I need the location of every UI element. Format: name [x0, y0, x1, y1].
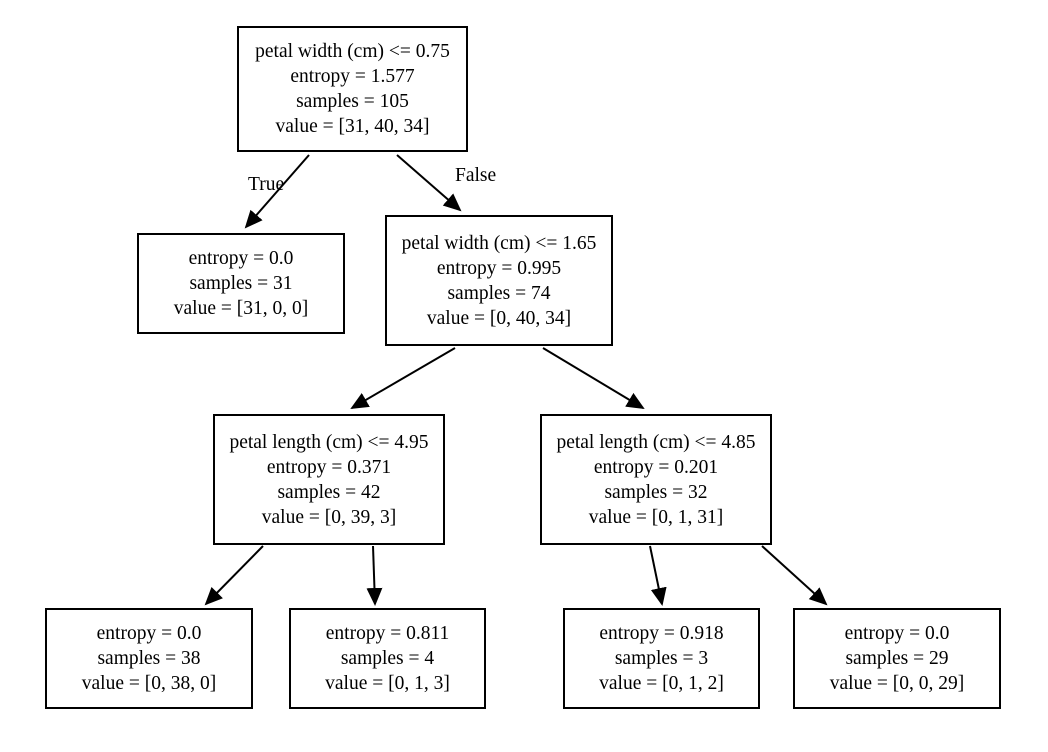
- edge-pl495-to-leaf1: [204, 545, 264, 606]
- edge-label-true: True: [248, 174, 285, 195]
- node-value: value = [0, 39, 3]: [261, 506, 397, 528]
- node-value: value = [0, 1, 31]: [588, 506, 724, 528]
- node-value: value = [0, 40, 34]: [426, 307, 572, 329]
- node-value: value = [0, 1, 2]: [599, 673, 724, 694]
- node-value: value = [0, 0, 29]: [829, 673, 965, 694]
- edge-pw165-to-pl485: [542, 347, 645, 410]
- edge-pl485-to-leaf3: [649, 545, 667, 606]
- node-samples: samples = 32: [604, 481, 708, 503]
- edge-label-false: False: [455, 165, 497, 186]
- tree-node-petal-length-495[interactable]: petal length (cm) <= 4.95 entropy = 0.37…: [213, 414, 445, 545]
- edge-pl495-to-leaf2: [366, 545, 383, 606]
- tree-node-leaf-4[interactable]: entropy = 0.0 samples = 29 value = [0, 0…: [793, 608, 1001, 709]
- node-samples: samples = 4: [340, 648, 435, 669]
- node-entropy: entropy = 0.0: [96, 623, 202, 644]
- node-entropy: entropy = 0.918: [599, 623, 724, 644]
- node-value: value = [31, 40, 34]: [275, 116, 430, 137]
- node-samples: samples = 74: [447, 282, 551, 304]
- node-condition: petal length (cm) <= 4.85: [556, 431, 756, 453]
- node-condition: petal length (cm) <= 4.95: [229, 431, 429, 453]
- edge-pw165-to-pl495: [350, 347, 456, 410]
- node-value: value = [31, 0, 0]: [173, 298, 309, 319]
- node-condition: petal width (cm) <= 1.65: [401, 232, 597, 254]
- tree-node-leaf-2[interactable]: entropy = 0.811 samples = 4 value = [0, …: [289, 608, 486, 709]
- node-samples: samples = 3: [614, 648, 709, 669]
- edge-pl485-to-leaf4: [761, 545, 828, 606]
- node-entropy: entropy = 1.577: [290, 66, 415, 87]
- node-samples: samples = 31: [189, 273, 293, 294]
- tree-node-root[interactable]: petal width (cm) <= 0.75 entropy = 1.577…: [237, 26, 468, 152]
- node-entropy: entropy = 0.995: [436, 257, 562, 279]
- node-condition: petal width (cm) <= 0.75: [255, 41, 450, 62]
- tree-node-leaf-setosa[interactable]: entropy = 0.0 samples = 31 value = [31, …: [137, 233, 345, 334]
- node-entropy: entropy = 0.201: [593, 456, 719, 478]
- node-samples: samples = 42: [277, 481, 381, 503]
- node-entropy: entropy = 0.0: [844, 623, 950, 644]
- tree-node-leaf-1[interactable]: entropy = 0.0 samples = 38 value = [0, 3…: [45, 608, 253, 709]
- node-entropy: entropy = 0.811: [325, 623, 450, 644]
- tree-node-petal-length-485[interactable]: petal length (cm) <= 4.85 entropy = 0.20…: [540, 414, 772, 545]
- node-entropy: entropy = 0.0: [188, 248, 294, 269]
- node-entropy: entropy = 0.371: [266, 456, 392, 478]
- node-samples: samples = 38: [97, 648, 201, 669]
- edge-root-to-right: [396, 154, 462, 212]
- tree-node-leaf-3[interactable]: entropy = 0.918 samples = 3 value = [0, …: [563, 608, 760, 709]
- node-samples: samples = 29: [845, 648, 949, 669]
- tree-node-petal-width-165[interactable]: petal width (cm) <= 1.65 entropy = 0.995…: [385, 215, 613, 346]
- node-samples: samples = 105: [296, 91, 409, 112]
- node-value: value = [0, 38, 0]: [81, 673, 217, 694]
- node-value: value = [0, 1, 3]: [325, 673, 450, 694]
- edge-root-to-left: [244, 154, 310, 229]
